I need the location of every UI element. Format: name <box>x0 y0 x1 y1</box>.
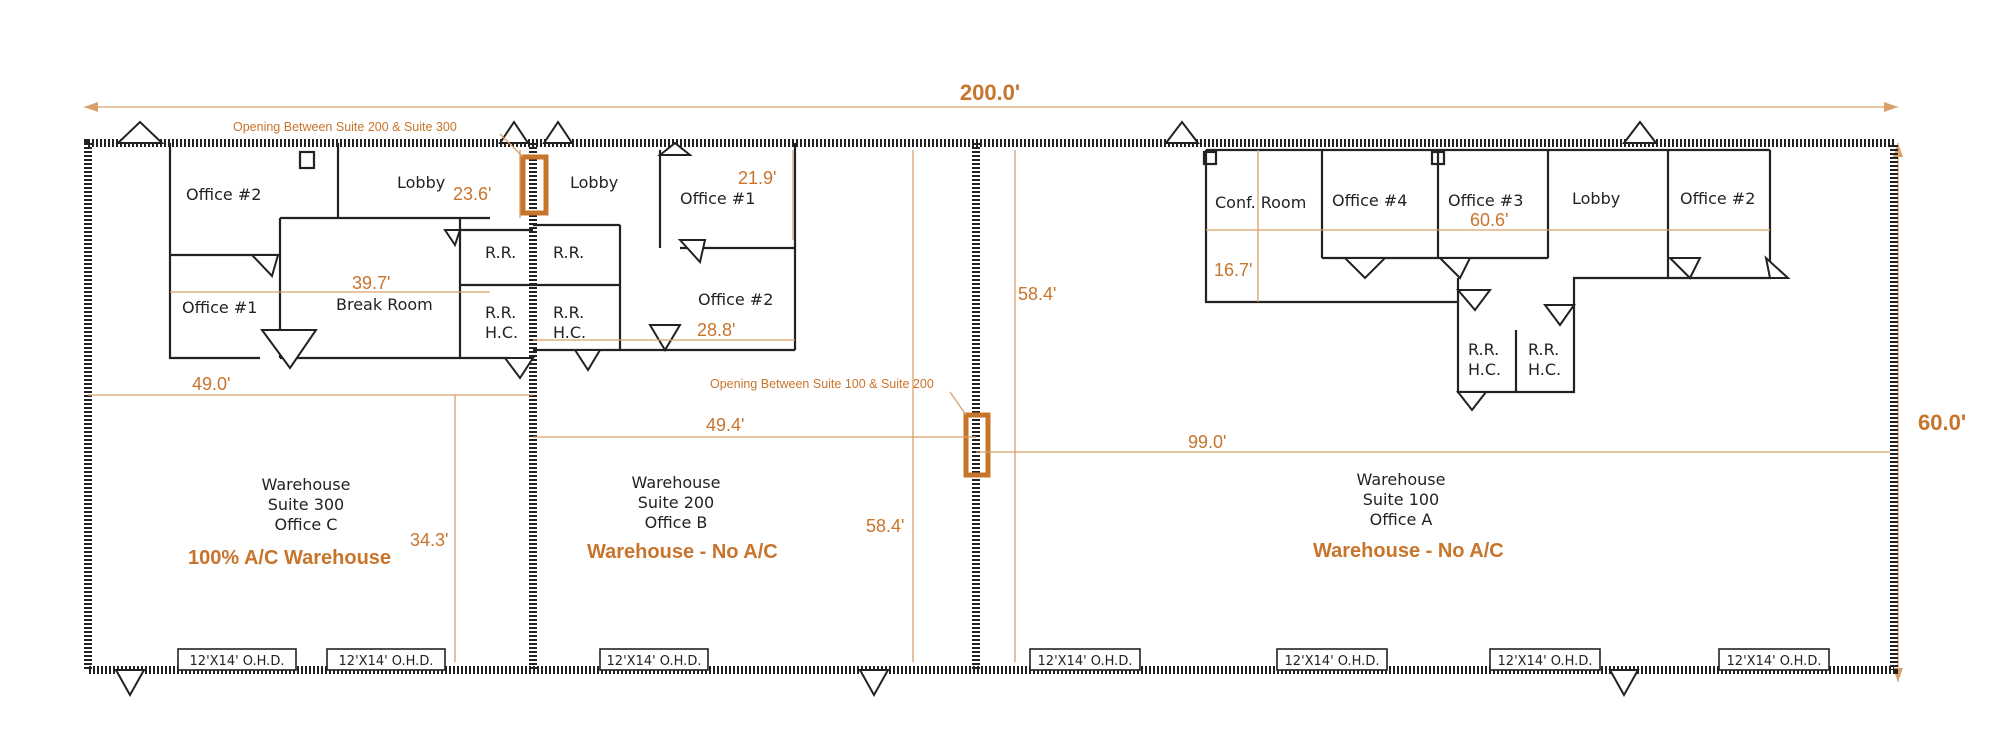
suite100-rrhc-a-label-2: H.C. <box>1468 360 1501 379</box>
suite100-conf-room-label: Conf. Room <box>1215 193 1306 212</box>
overall-width-label: 200.0' <box>960 80 1020 105</box>
suite300-break-room-label: Break Room <box>336 295 433 314</box>
overhead-door-3: 12'X14' O.H.D. <box>599 648 709 671</box>
suite200-lobby-label: Lobby <box>570 173 618 192</box>
suite300-office2-label: Office #2 <box>186 185 261 204</box>
dim-49-4: 49.4' <box>706 415 744 435</box>
dim-49-0: 49.0' <box>192 374 230 394</box>
suite200-office2-label: Office #2 <box>698 290 773 309</box>
dim-99-0: 99.0' <box>1188 432 1226 452</box>
dim-28-8: 28.8' <box>697 320 735 340</box>
overhead-door-2: 12'X14' O.H.D. <box>326 648 446 671</box>
exterior-doors-top <box>115 120 1659 144</box>
opening-200-300-note: Opening Between Suite 200 & Suite 300 <box>233 120 457 134</box>
suite200-warehouse-label: Warehouse Suite 200 Office B <box>632 473 721 532</box>
suite200-rrhc-label-2: H.C. <box>553 323 586 342</box>
overall-width-dimension: 200.0' <box>84 80 1898 112</box>
svg-text:Office B: Office B <box>645 513 708 532</box>
exterior-wall <box>84 139 1898 674</box>
suite200-ac-label: Warehouse - No A/C <box>587 541 778 563</box>
opening-200-300-marker <box>520 154 549 216</box>
overhead-door-5: 12'X14' O.H.D. <box>1276 648 1388 671</box>
svg-text:12'X14' O.H.D.: 12'X14' O.H.D. <box>339 654 434 669</box>
svg-text:12'X14' O.H.D.: 12'X14' O.H.D. <box>1727 654 1822 669</box>
svg-text:Office C: Office C <box>275 515 338 534</box>
suite300-rrhc-label-2: H.C. <box>485 323 518 342</box>
overall-depth-label: 60.0' <box>1918 410 1966 435</box>
suite100-ac-label: Warehouse - No A/C <box>1313 540 1504 562</box>
dim-39-7: 39.7' <box>352 273 390 293</box>
svg-text:Suite 200: Suite 200 <box>638 493 714 512</box>
dim-34-3: 34.3' <box>410 530 448 550</box>
overall-depth-dimension: 60.0' <box>1893 143 1966 682</box>
suite200-offices <box>533 141 797 372</box>
suite300-office1-label: Office #1 <box>182 298 257 317</box>
dim-58-4-a: 58.4' <box>1018 284 1056 304</box>
opening-100-200-marker <box>963 412 991 478</box>
dim-60-6: 60.6' <box>1470 210 1508 230</box>
svg-text:Suite 300: Suite 300 <box>268 495 344 514</box>
svg-text:12'X14' O.H.D.: 12'X14' O.H.D. <box>190 654 285 669</box>
suite100-office2-label: Office #2 <box>1680 189 1755 208</box>
suite200-office1-label: Office #1 <box>680 189 755 208</box>
svg-text:Office A: Office A <box>1370 510 1433 529</box>
opening-100-200-note: Opening Between Suite 100 & Suite 200 <box>710 377 934 391</box>
svg-text:12'X14' O.H.D.: 12'X14' O.H.D. <box>1038 654 1133 669</box>
suite200-rr-label: R.R. <box>553 243 584 262</box>
suite300-offices <box>168 143 535 380</box>
dim-16-7: 16.7' <box>1214 260 1252 280</box>
dim-21-9: 21.9' <box>738 168 776 188</box>
svg-text:12'X14' O.H.D.: 12'X14' O.H.D. <box>607 654 702 669</box>
overhead-door-6: 12'X14' O.H.D. <box>1489 648 1601 671</box>
svg-text:Warehouse: Warehouse <box>1357 470 1446 489</box>
suite100-office4-label: Office #4 <box>1332 191 1407 210</box>
overhead-door-4: 12'X14' O.H.D. <box>1029 648 1141 671</box>
suite100-rrhc-a-label-1: R.R. <box>1468 340 1499 359</box>
suite100-offices <box>1202 148 1791 412</box>
svg-text:12'X14' O.H.D.: 12'X14' O.H.D. <box>1498 654 1593 669</box>
svg-text:12'X14' O.H.D.: 12'X14' O.H.D. <box>1285 654 1380 669</box>
dim-58-4-b: 58.4' <box>866 516 904 536</box>
suite100-rrhc-b-label-2: H.C. <box>1528 360 1561 379</box>
overhead-door-1: 12'X14' O.H.D. <box>177 648 297 671</box>
suite300-rrhc-label-1: R.R. <box>485 303 516 322</box>
exterior-doors-bottom <box>114 669 1640 698</box>
suite100-warehouse-label: Warehouse Suite 100 Office A <box>1357 470 1446 529</box>
suite100-lobby-label: Lobby <box>1572 189 1620 208</box>
svg-text:Suite 100: Suite 100 <box>1363 490 1439 509</box>
overhead-door-7: 12'X14' O.H.D. <box>1718 648 1830 671</box>
suite300-ac-label: 100% A/C Warehouse <box>188 547 391 569</box>
suite200-rrhc-label-1: R.R. <box>553 303 584 322</box>
svg-text:Warehouse: Warehouse <box>262 475 351 494</box>
suite300-rr-label: R.R. <box>485 243 516 262</box>
suite300-warehouse-label: Warehouse Suite 300 Office C <box>262 475 351 534</box>
svg-text:Warehouse: Warehouse <box>632 473 721 492</box>
suite100-rrhc-b-label-1: R.R. <box>1528 340 1559 359</box>
interior-dimension-lines <box>88 150 1890 662</box>
suite300-lobby-label: Lobby <box>397 173 445 192</box>
suite100-office3-label: Office #3 <box>1448 191 1523 210</box>
dim-23-6: 23.6' <box>453 184 491 204</box>
